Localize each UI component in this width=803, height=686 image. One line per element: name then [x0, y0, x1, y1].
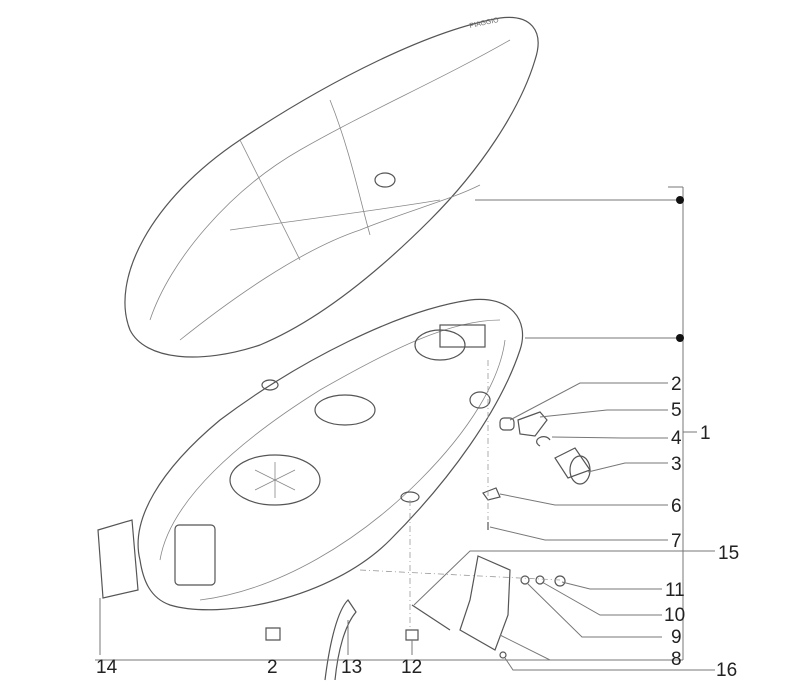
callout-13: 13: [341, 657, 362, 678]
callout-3: 3: [671, 454, 682, 475]
plate-14: [97, 519, 139, 599]
cylinder-3: [554, 447, 591, 479]
seat-pan: [137, 298, 524, 611]
callout-2b: 2: [267, 657, 278, 678]
clip-16: [499, 651, 507, 659]
callout-labels: 1 2 5 4 3 6 7 15 11 10 9 8 16 14 2 13 12: [96, 374, 739, 681]
cable-13: [324, 599, 357, 681]
lock-5: [517, 411, 548, 437]
clip-4: [536, 436, 551, 447]
callout-2: 2: [671, 374, 682, 395]
small-parts: [97, 360, 591, 681]
callout-6: 6: [671, 496, 682, 517]
callout-12: 12: [401, 657, 422, 678]
washer-10: [535, 575, 545, 585]
washer-9: [520, 575, 530, 585]
callout-11: 11: [665, 580, 685, 601]
nut-11: [554, 575, 566, 587]
callout-7: 7: [671, 531, 682, 552]
bracket-6: [482, 487, 501, 501]
callout-5: 5: [671, 400, 682, 421]
callout-1: 1: [700, 423, 711, 444]
leader-lines: [99, 382, 715, 671]
pin-15: [411, 604, 451, 631]
callout-10: 10: [664, 605, 685, 626]
callout-9: 9: [671, 627, 682, 648]
buffer-12: [405, 629, 419, 641]
plate-8: [459, 555, 511, 651]
group-dot: [676, 196, 684, 204]
rubber-buffer-2: [499, 417, 515, 431]
seat-logo: PIAGGIO: [469, 17, 500, 30]
callout-15: 15: [718, 543, 739, 564]
callout-16: 16: [716, 660, 737, 681]
buffer-2b: [265, 627, 281, 641]
callout-4: 4: [671, 428, 682, 449]
group-dot: [676, 334, 684, 342]
callout-8: 8: [671, 649, 682, 670]
callout-14: 14: [96, 657, 118, 678]
seat-cushion: PIAGGIO: [124, 16, 539, 358]
